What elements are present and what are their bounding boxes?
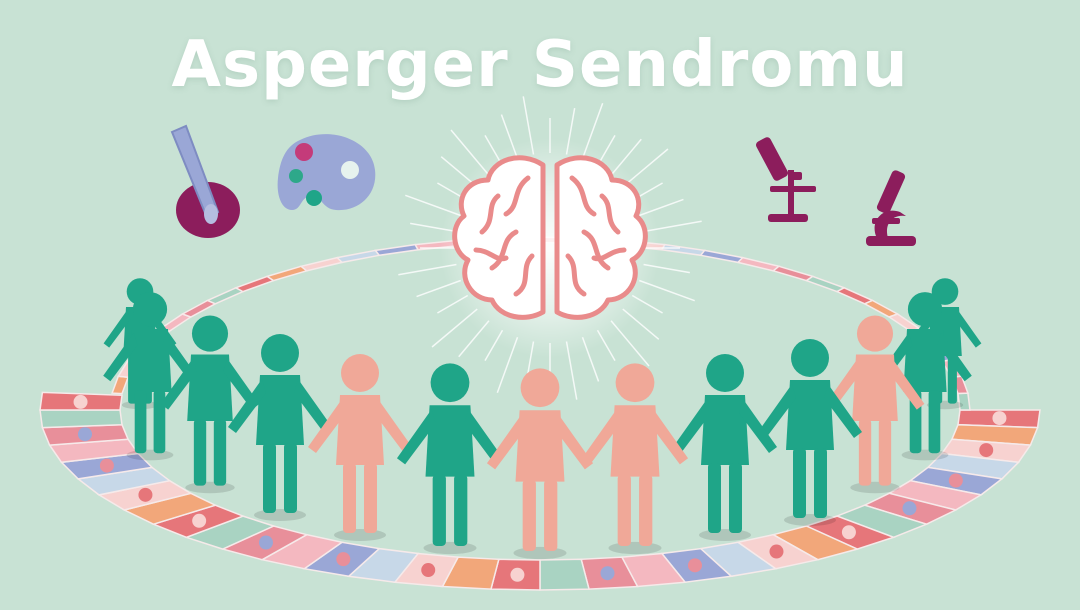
puzzle-knob [192, 513, 207, 528]
person-figure [486, 368, 594, 560]
person-figure [581, 363, 689, 555]
puzzle-piece [39, 409, 123, 429]
person-figure [308, 354, 412, 541]
puzzle-piece [234, 275, 276, 293]
puzzle-piece [771, 265, 815, 282]
puzzle-knob [73, 394, 88, 409]
puzzle-knob [258, 535, 273, 550]
puzzle-knob [902, 501, 917, 516]
microscope-icon [756, 137, 816, 222]
people-circle [103, 278, 982, 560]
microscope-icon [866, 170, 916, 246]
puzzle-piece [804, 275, 846, 293]
puzzle-piece [957, 392, 971, 411]
brain-icon [398, 96, 702, 400]
puzzle-knob [769, 544, 784, 559]
puzzle-piece [660, 243, 706, 257]
puzzle-piece [111, 375, 130, 395]
puzzle-knob [992, 411, 1007, 426]
puzzle-piece [180, 299, 218, 318]
puzzle-piece [699, 249, 745, 264]
page-title: Asperger Sendromu [171, 28, 909, 102]
puzzle-knob [948, 473, 963, 488]
puzzle-piece [265, 265, 309, 282]
person-figure [825, 315, 925, 494]
puzzle-piece [835, 286, 875, 305]
palette-icon [277, 134, 376, 211]
puzzle-piece [862, 299, 900, 318]
person-figure [228, 334, 332, 521]
puzzle-knob [979, 443, 994, 458]
puzzle-knob [336, 552, 351, 567]
puzzle-knob [138, 487, 153, 502]
puzzle-knob [77, 427, 92, 442]
person-figure [758, 339, 862, 526]
puzzle-knob [421, 563, 436, 578]
person-figure [673, 354, 777, 541]
puzzle-knob [687, 558, 702, 573]
puzzle-piece [299, 256, 344, 272]
puzzle-knob [99, 458, 114, 473]
puzzle-knob [510, 567, 525, 582]
puzzle-knob [841, 525, 856, 540]
person-figure [396, 363, 504, 555]
paintbrush-bowl-icon [170, 124, 240, 238]
puzzle-piece [539, 558, 590, 591]
puzzle-piece [205, 286, 245, 305]
puzzle-piece [736, 256, 781, 272]
puzzle-knob [600, 566, 615, 581]
puzzle-piece [335, 249, 381, 264]
person-figure [103, 292, 197, 461]
puzzle-piece [374, 243, 420, 257]
